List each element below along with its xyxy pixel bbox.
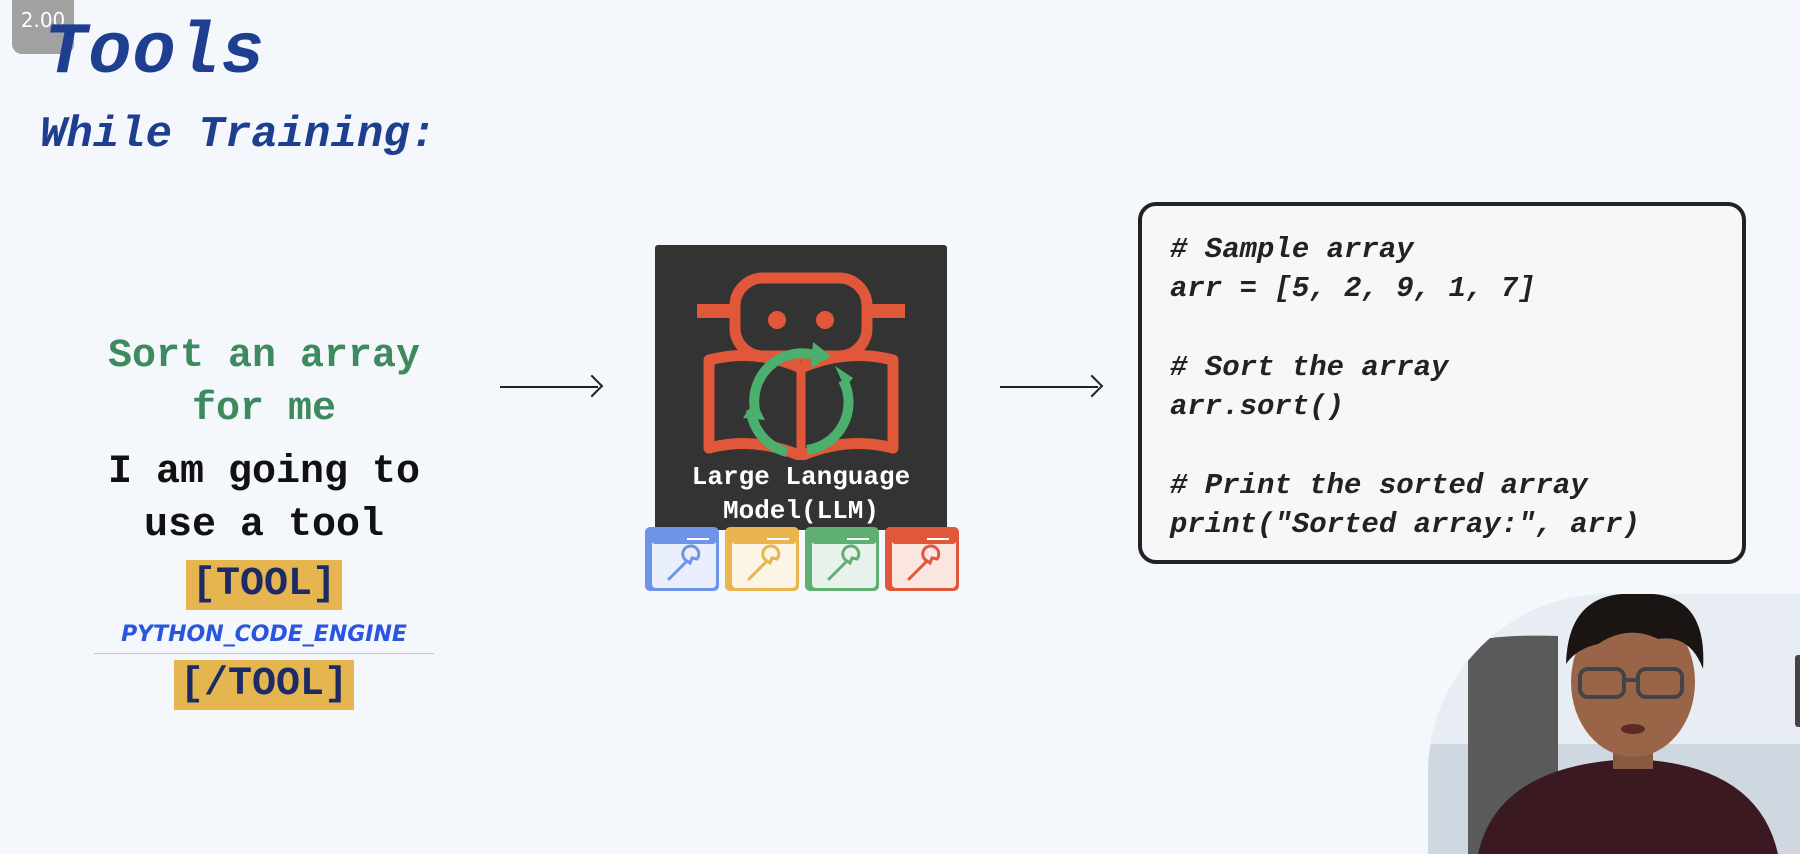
code-line: # Sort the array [1170, 351, 1449, 384]
code-line: # Print the sorted array [1170, 469, 1588, 502]
code-blank-line [1170, 308, 1742, 348]
model-reply: I am going to use a tool [64, 446, 464, 552]
tool-tile [885, 527, 959, 591]
slide-title: Tools [44, 12, 266, 94]
user-prompt: Sort an array for me [64, 330, 464, 436]
llm-label-line: Large Language [691, 462, 911, 492]
scroll-handle[interactable] [1795, 655, 1800, 727]
tool-tile [805, 527, 879, 591]
tool-open-tag: [TOOL] [185, 560, 343, 610]
arrow-right-icon [500, 386, 598, 388]
wrench-window-icon [652, 534, 716, 588]
tool-close-tag: [/TOOL] [173, 660, 355, 710]
tool-engine-name: PYTHON_CODE_ENGINE [94, 622, 434, 654]
tool-tile [645, 527, 719, 591]
robot-reading-book-icon [697, 272, 905, 460]
llm-label: Large Language Model(LLM) [655, 460, 947, 528]
slide-subtitle: While Training: [40, 110, 437, 160]
presenter-video-icon [1428, 594, 1800, 854]
model-reply-line: use a tool [143, 503, 385, 548]
tool-tile [725, 527, 799, 591]
wrench-window-icon [732, 534, 796, 588]
code-line: arr.sort() [1170, 390, 1345, 423]
wrench-window-icon [812, 534, 876, 588]
model-reply-line: I am going to [107, 450, 421, 495]
presenter-webcam [1428, 594, 1800, 854]
conversation-column: Sort an array for me I am going to use a… [64, 330, 464, 710]
user-prompt-line: Sort an array [107, 334, 421, 379]
llm-label-line: Model(LLM) [722, 496, 880, 526]
llm-card: Large Language Model(LLM) [655, 245, 947, 530]
playback-speed-badge[interactable]: 2.00 [12, 0, 74, 54]
code-blank-line [1170, 426, 1742, 466]
code-line: # Sample array [1170, 233, 1414, 266]
arrow-right-icon [1000, 386, 1098, 388]
code-line: arr = [5, 2, 9, 1, 7] [1170, 272, 1536, 305]
wrench-window-icon [892, 534, 956, 588]
code-line: print("Sorted array:", arr) [1170, 508, 1640, 541]
tool-tiles-row [645, 527, 959, 591]
user-prompt-line: for me [191, 387, 337, 432]
code-snippet-box: # Sample array arr = [5, 2, 9, 1, 7] # Sor… [1138, 202, 1746, 564]
